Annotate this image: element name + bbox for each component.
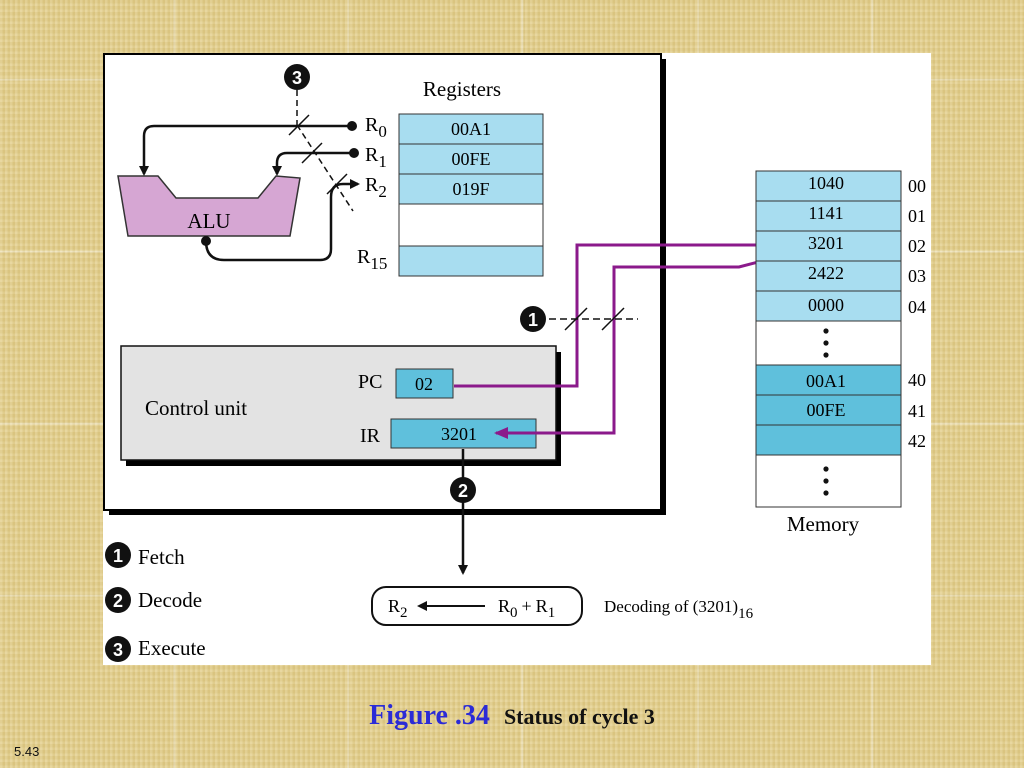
memory-cell-04 <box>755 290 902 322</box>
step-3-badge-number: 3 <box>292 68 302 88</box>
execute-tick-mark <box>326 173 348 195</box>
ellipsis-dot <box>823 478 829 484</box>
memory-value-00: 1040 <box>808 173 844 193</box>
pc-value: 02 <box>415 374 433 394</box>
execute-tick-mark <box>288 114 310 136</box>
memory-to-ir-bus <box>494 253 786 439</box>
register-r15-cell <box>398 245 544 277</box>
operation-destination: R2 <box>388 596 408 621</box>
step-1-badge <box>520 306 546 332</box>
register-r15-label: R15 <box>357 246 387 273</box>
fetch-tick-mark <box>564 307 588 331</box>
execute-dashed-line <box>296 124 354 212</box>
figure-title: Status of cycle 3 <box>503 704 655 729</box>
execute-tick-mark <box>301 142 323 164</box>
decoding-note: Decoding of (3201)16 <box>604 597 754 622</box>
memory-cell-42 <box>755 424 902 456</box>
legend-decode-badge <box>105 587 131 613</box>
figure-number: Figure .34 <box>369 700 490 731</box>
legend-execute-badge <box>105 636 131 662</box>
ellipsis-dot <box>823 352 829 358</box>
operation-source: R0+R1 <box>498 596 555 621</box>
memory-value-03: 2422 <box>808 263 844 283</box>
memory-address-41: 41 <box>908 401 926 421</box>
register-file: 00A1 00FE 019F <box>398 113 544 277</box>
legend-fetch-label: Fetch <box>138 545 185 569</box>
memory-value-41: 00FE <box>806 400 845 420</box>
pc-register <box>395 368 454 399</box>
cpu-cycle-diagram: Registers 00A1 00FE 019F R0 R1 R2 R15 AL… <box>103 53 926 662</box>
register-r0-value: 00A1 <box>451 119 491 139</box>
pc-label: PC <box>358 371 382 393</box>
ir-label: IR <box>360 425 381 447</box>
control-unit-label: Control unit <box>145 396 247 420</box>
memory-address-40: 40 <box>908 370 926 390</box>
figure-caption: Figure .34 Status of cycle 3 <box>0 700 1024 732</box>
alu-label: ALU <box>187 209 230 233</box>
pc-to-memory-bus <box>454 239 770 388</box>
memory-label: Memory <box>787 512 860 536</box>
legend-fetch-badge <box>105 542 131 568</box>
ir-value: 3201 <box>441 424 477 444</box>
memory-cell-02 <box>755 230 902 262</box>
step-2-badge <box>450 477 476 503</box>
register-r2-label: R2 <box>365 174 387 201</box>
register-r1-cell <box>398 143 544 175</box>
ellipsis-dot <box>823 466 829 472</box>
memory-address-01: 01 <box>908 206 926 226</box>
register-gap-cell <box>398 203 544 247</box>
alu-shape <box>117 175 301 237</box>
memory-address-00: 00 <box>908 176 926 196</box>
memory-value-40: 00A1 <box>806 371 846 391</box>
legend-fetch-number: 1 <box>113 546 123 566</box>
steps-legend: 1 Fetch 2 Decode 3 Execute <box>105 542 206 662</box>
register-r2-value: 019F <box>452 179 489 199</box>
ellipsis-dot <box>823 328 829 334</box>
register-r0-cell <box>398 113 544 145</box>
memory-cell-00 <box>755 170 902 202</box>
memory-cell-03 <box>755 260 902 292</box>
slide-number: 5.43 <box>14 744 40 759</box>
ellipsis-dot <box>823 340 829 346</box>
legend-decode-label: Decode <box>138 588 202 612</box>
memory-address-02: 02 <box>908 236 926 256</box>
ellipsis-dot <box>823 490 829 496</box>
fetch-tick-mark <box>601 307 625 331</box>
step-2-badge-number: 2 <box>458 481 468 501</box>
legend-execute-label: Execute <box>138 636 206 660</box>
r0-to-alu-path <box>139 124 352 176</box>
memory-block: 1040 1141 3201 2422 0000 00A1 00FE <box>755 170 902 508</box>
memory-cell-01 <box>755 200 902 232</box>
register-r1-value: 00FE <box>451 149 490 169</box>
memory-address-04: 04 <box>908 297 926 317</box>
register-r1-label: R1 <box>365 144 387 171</box>
r1-to-alu-path <box>272 151 354 176</box>
memory-value-04: 0000 <box>808 295 844 315</box>
legend-decode-number: 2 <box>113 591 123 611</box>
step-3-badge <box>284 64 310 90</box>
register-r0-label: R0 <box>365 114 387 141</box>
memory-address-03: 03 <box>908 266 926 286</box>
registers-title: Registers <box>423 77 501 101</box>
step-1-badge-number: 1 <box>528 310 538 330</box>
register-r2-cell <box>398 173 544 205</box>
memory-value-01: 1141 <box>808 203 843 223</box>
memory-value-02: 3201 <box>808 233 844 253</box>
memory-address-42: 42 <box>908 431 926 451</box>
legend-execute-number: 3 <box>113 640 123 660</box>
